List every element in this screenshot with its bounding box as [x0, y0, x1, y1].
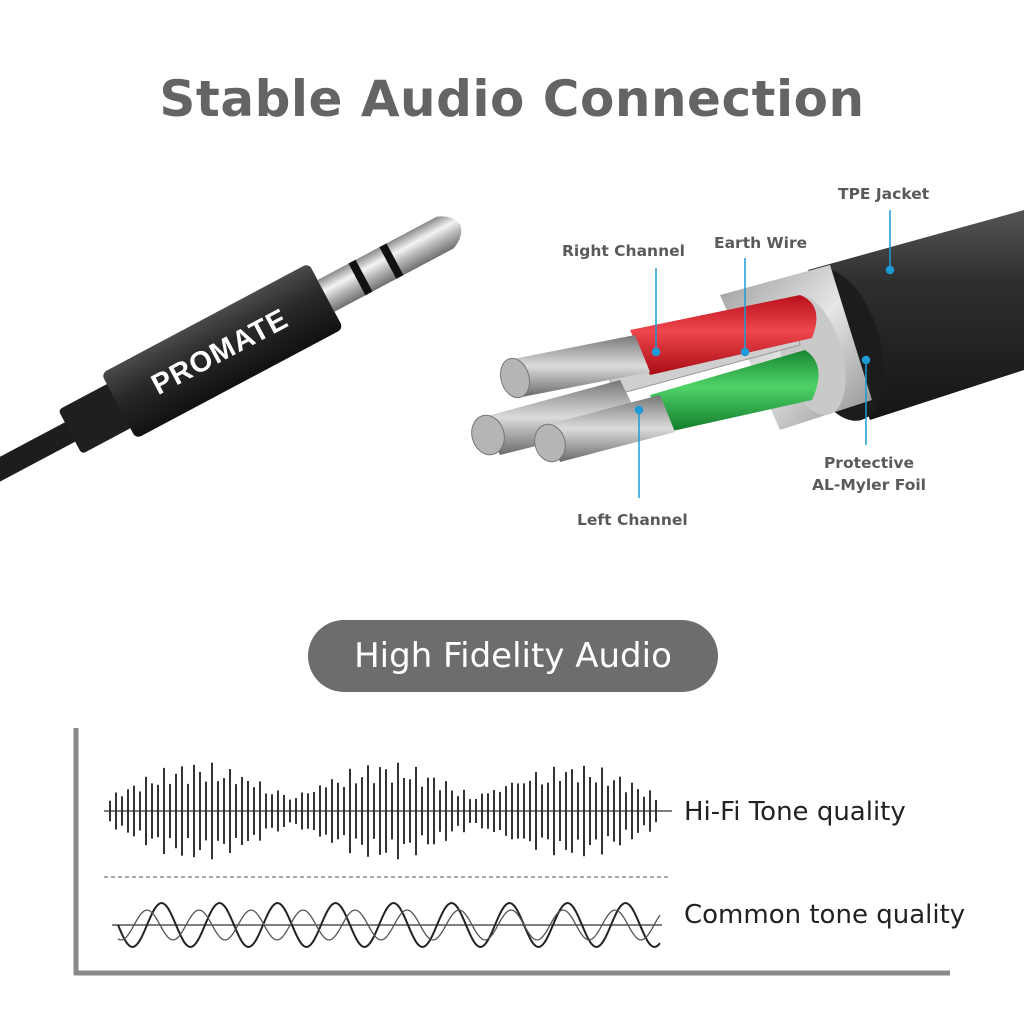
callout-protective-line1: Protective [823, 454, 915, 472]
audio-jack-plug: PROMATE [0, 216, 462, 494]
callout-tpe-jacket: TPE Jacket [838, 185, 930, 203]
cable-illustration: PROMATE [0, 210, 1024, 498]
common-label: Common tone quality [684, 900, 966, 930]
callout-earth-wire: Earth Wire [714, 234, 808, 252]
callout-protective-line2: AL-Myler Foil [812, 476, 926, 494]
callout-left-channel: Left Channel [577, 511, 688, 529]
cable-cross-section [471, 210, 1024, 463]
hifi-waveform [109, 762, 657, 860]
page-title: Stable Audio Connection [159, 70, 865, 128]
callout-protective-foil: Protective AL-Myler Foil [805, 452, 933, 496]
common-waveform-secondary [117, 909, 661, 941]
section-title-pill: High Fidelity Audio [308, 620, 718, 692]
callout-lines [634, 210, 895, 498]
callout-right-channel: Right Channel [562, 242, 685, 260]
tone-comparison-chart [73, 728, 950, 976]
hifi-label: Hi-Fi Tone quality [684, 797, 906, 827]
